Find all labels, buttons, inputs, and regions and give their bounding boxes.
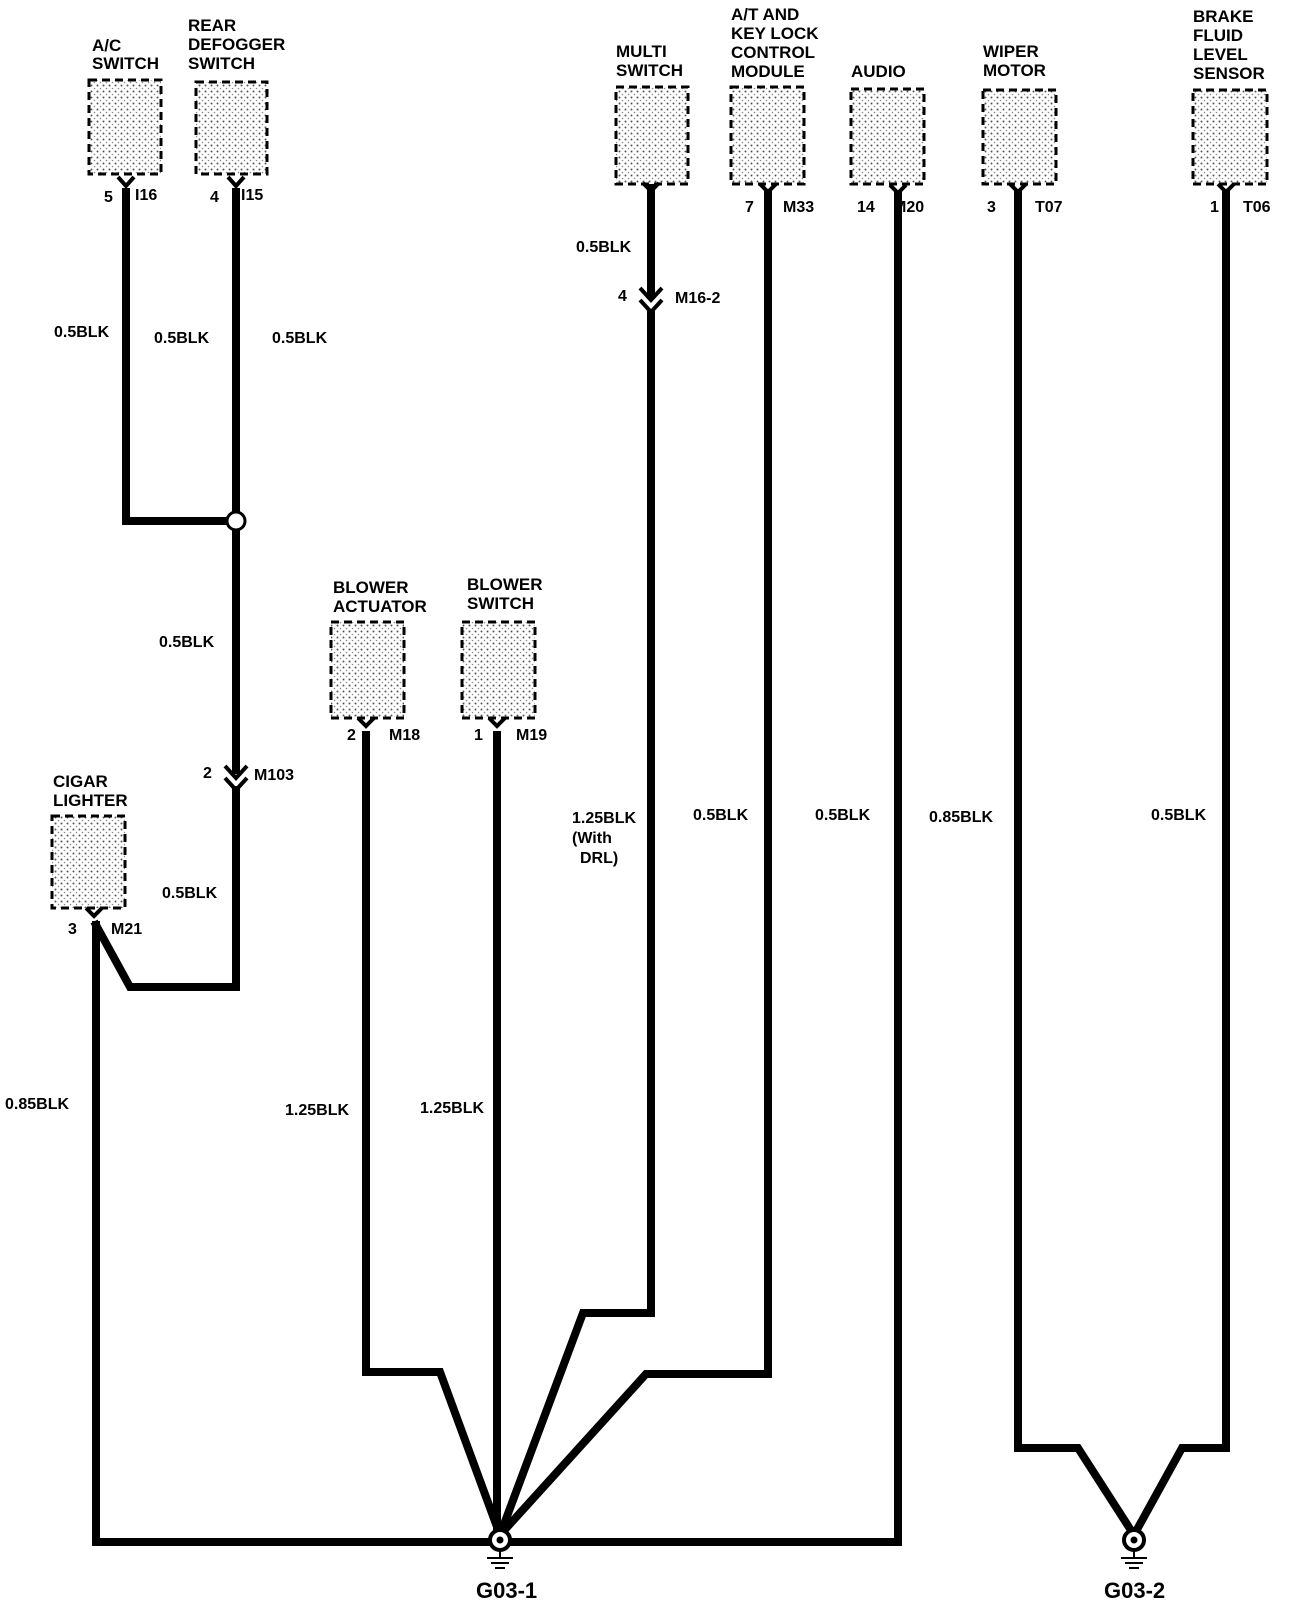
at-module-name-2: KEY LOCK (731, 24, 819, 43)
cigar-lighter-pin: 3 (68, 921, 77, 938)
blower-actuator-connector: M18 (389, 727, 420, 744)
brake-sensor-name-3: LEVEL (1193, 45, 1248, 64)
m103-id: M103 (254, 767, 294, 784)
ground-g03-1: G03-1 (476, 1528, 537, 1603)
at-module-name-3: CONTROL (731, 43, 815, 62)
blower-switch-connector: M19 (516, 727, 547, 744)
m16-2-id: M16-2 (675, 290, 720, 307)
component-cigar-lighter: CIGAR LIGHTER 3 M21 (50, 772, 142, 938)
ground-g03-1-label: G03-1 (476, 1578, 537, 1603)
component-brake-fluid-sensor: BRAKE FLUID LEVEL SENSOR 1 T06 (1191, 7, 1271, 216)
ac-switch-connector: I16 (135, 187, 157, 204)
audio-name: AUDIO (851, 62, 906, 81)
wire-label-splice-to-m103: 0.5BLK (159, 634, 215, 651)
wire-label-blower-actuator: 1.25BLK (285, 1102, 349, 1119)
wire-label-blower-switch: 1.25BLK (420, 1100, 484, 1117)
wire-wiper-brake (1014, 191, 1230, 1543)
m16-2-pin: 4 (618, 288, 627, 305)
brake-sensor-pin: 1 (1210, 199, 1219, 216)
brake-sensor-name-2: FLUID (1193, 26, 1243, 45)
ac-switch-pin: 5 (104, 189, 113, 206)
rear-defogger-name-1: REAR (188, 16, 236, 35)
rear-defogger-name-3: SWITCH (188, 54, 255, 73)
at-module-name-1: A/T AND (731, 5, 799, 24)
wiper-motor-name-1: WIPER (983, 42, 1039, 61)
audio-connector: M20 (893, 199, 924, 216)
at-module-box (729, 85, 806, 186)
wire-label-multi-switch-lower-2: (With (572, 830, 612, 847)
component-blower-actuator: BLOWER ACTUATOR 2 M18 (329, 578, 427, 744)
audio-box (849, 87, 926, 186)
wire-label-ac-switch: 0.5BLK (54, 324, 110, 341)
component-at-key-lock-module: A/T AND KEY LOCK CONTROL MODULE 7 M33 (729, 5, 819, 216)
multi-switch-name-1: MULTI (616, 42, 667, 61)
cigar-lighter-name-2: LIGHTER (53, 791, 128, 810)
wire-labels: 0.5BLK 0.5BLK 0.5BLK 0.5BLK 0.5BLK 0.85B… (5, 239, 1207, 1119)
inline-connector-m103: 2 M103 (203, 764, 294, 793)
blower-switch-name-2: SWITCH (467, 594, 534, 613)
component-rear-defogger-switch: REAR DEFOGGER SWITCH 4 I15 (188, 16, 285, 206)
wire-m103-to-lighter (90, 786, 240, 991)
blower-actuator-name-1: BLOWER (333, 578, 409, 597)
wire-ac-switch (122, 188, 240, 525)
wiper-motor-name-2: MOTOR (983, 61, 1046, 80)
at-module-connector: M33 (783, 199, 814, 216)
wire-label-multi-switch-upper: 0.5BLK (576, 239, 632, 256)
wire-label-audio: 0.5BLK (815, 807, 871, 824)
wire-label-multi-switch-lower-3: DRL) (580, 850, 618, 867)
blower-actuator-name-2: ACTUATOR (333, 597, 427, 616)
ac-switch-box (87, 78, 163, 176)
wire-multi-switch-lower (494, 311, 655, 1541)
ac-switch-name-2: SWITCH (92, 54, 159, 73)
component-ac-switch: A/C SWITCH 5 I16 (87, 36, 163, 206)
wire-label-rear-defogger-a: 0.5BLK (154, 330, 210, 347)
wire-label-m103-to-lighter: 0.5BLK (162, 885, 218, 902)
wiper-motor-connector: T07 (1035, 199, 1063, 216)
audio-pin: 14 (857, 199, 875, 216)
blower-switch-name-1: BLOWER (467, 575, 543, 594)
wire-label-rear-defogger-b: 0.5BLK (272, 330, 328, 347)
wire-label-at-module: 0.5BLK (693, 807, 749, 824)
splice-point (225, 510, 247, 532)
wiper-motor-pin: 3 (987, 199, 996, 216)
rear-defogger-box (194, 80, 269, 176)
multi-switch-name-2: SWITCH (616, 61, 683, 80)
component-wiper-motor: WIPER MOTOR 3 T07 (981, 42, 1063, 216)
ac-switch-name-1: A/C (92, 36, 121, 55)
wires (90, 184, 1230, 1546)
brake-sensor-box (1191, 88, 1269, 186)
blower-actuator-pin: 2 (347, 727, 356, 744)
cigar-lighter-connector: M21 (111, 921, 142, 938)
rear-defogger-connector: I15 (241, 187, 263, 204)
ground-g03-2-label: G03-2 (1104, 1578, 1165, 1603)
wire-blower-actuator (362, 731, 506, 1541)
cigar-lighter-box (50, 814, 127, 910)
cigar-lighter-name-1: CIGAR (53, 772, 108, 791)
rear-defogger-name-2: DEFOGGER (188, 35, 285, 54)
wiper-motor-box (981, 88, 1058, 186)
rear-defogger-pin: 4 (210, 189, 219, 206)
blower-switch-box (460, 620, 537, 720)
wire-label-brake-sensor: 0.5BLK (1151, 807, 1207, 824)
ground-g03-2: G03-2 (1104, 1528, 1165, 1603)
brake-sensor-name-4: SENSOR (1193, 64, 1265, 83)
wire-label-cigar-lighter: 0.85BLK (5, 1096, 69, 1113)
blower-switch-pin: 1 (474, 727, 483, 744)
brake-sensor-name-1: BRAKE (1193, 7, 1253, 26)
component-multi-switch: MULTI SWITCH (614, 42, 690, 194)
blower-actuator-box (329, 620, 406, 720)
at-module-pin: 7 (745, 199, 754, 216)
brake-sensor-connector: T06 (1243, 199, 1271, 216)
at-module-name-4: MODULE (731, 62, 805, 81)
wire-label-multi-switch-lower-1: 1.25BLK (572, 810, 636, 827)
m103-pin: 2 (203, 765, 212, 782)
wire-label-wiper-motor: 0.85BLK (929, 809, 993, 826)
component-blower-switch: BLOWER SWITCH 1 M19 (460, 575, 547, 744)
inline-connector-m16-2: 4 M16-2 (618, 286, 720, 315)
multi-switch-box (614, 85, 690, 186)
wire-at-module (494, 191, 772, 1541)
component-audio: AUDIO 14 M20 (849, 62, 926, 216)
